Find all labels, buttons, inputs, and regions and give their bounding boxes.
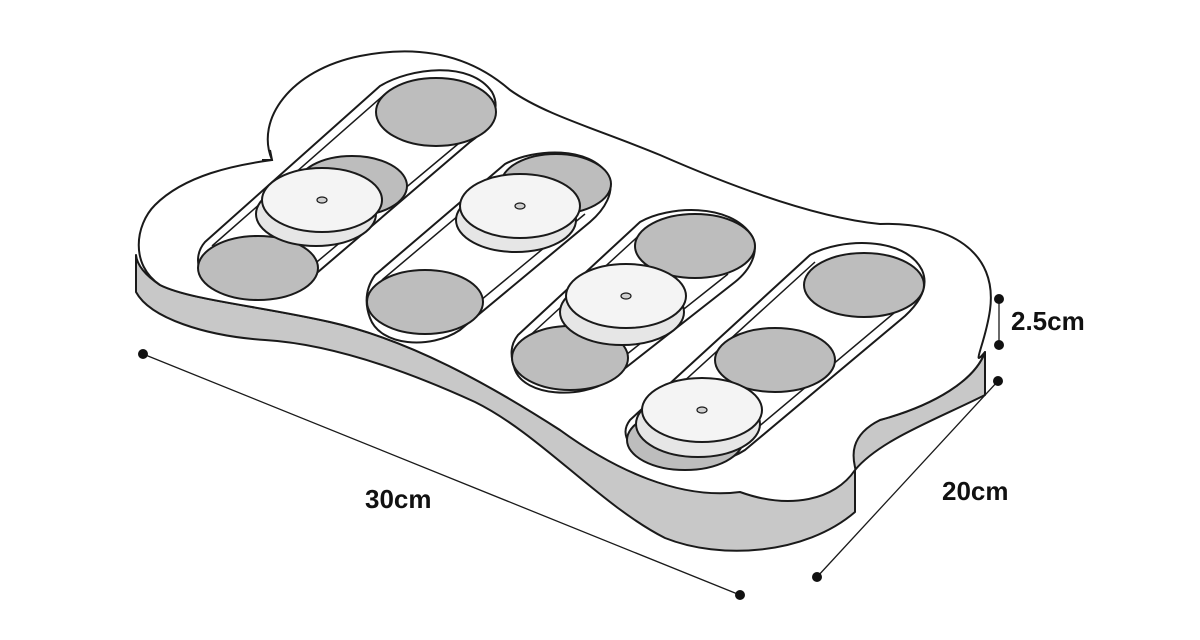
dimension-height-label: 2.5cm [1011, 306, 1085, 336]
slot-1 [197, 69, 497, 301]
dimension-height-top-dot [994, 294, 1004, 304]
slot-3-disc-hole [620, 292, 632, 300]
slot-4 [624, 242, 926, 471]
slot-2-disc-hole [514, 202, 526, 210]
board-notch [262, 149, 274, 161]
dimension-width: 20cm [812, 376, 1009, 582]
dimension-length-label: 30cm [365, 484, 432, 514]
slot-1-well-top [375, 77, 497, 147]
dimension-width-label: 20cm [942, 476, 1009, 506]
dimension-height-bottom-dot [994, 340, 1004, 350]
slot-1-well-bottom [197, 235, 319, 301]
dimension-length: 30cm [138, 349, 745, 600]
dimension-width-line [816, 380, 999, 578]
slot-4-disc-hole [696, 406, 708, 414]
dimension-width-end-dot [812, 572, 822, 582]
dimension-length-line [142, 353, 741, 596]
slot-3 [510, 209, 756, 394]
slot-2 [365, 151, 612, 344]
slot-4-well-top [803, 252, 925, 318]
dimension-length-start-dot [138, 349, 148, 359]
dimension-width-start-dot [993, 376, 1003, 386]
slot-1-disc-hole [316, 196, 328, 204]
slot-4-well-middle [714, 327, 836, 393]
dimension-height: 2.5cm [994, 294, 1085, 350]
slot-2-well-bottom [366, 269, 484, 335]
slot-3-well-top [634, 213, 756, 279]
dimension-length-end-dot [735, 590, 745, 600]
